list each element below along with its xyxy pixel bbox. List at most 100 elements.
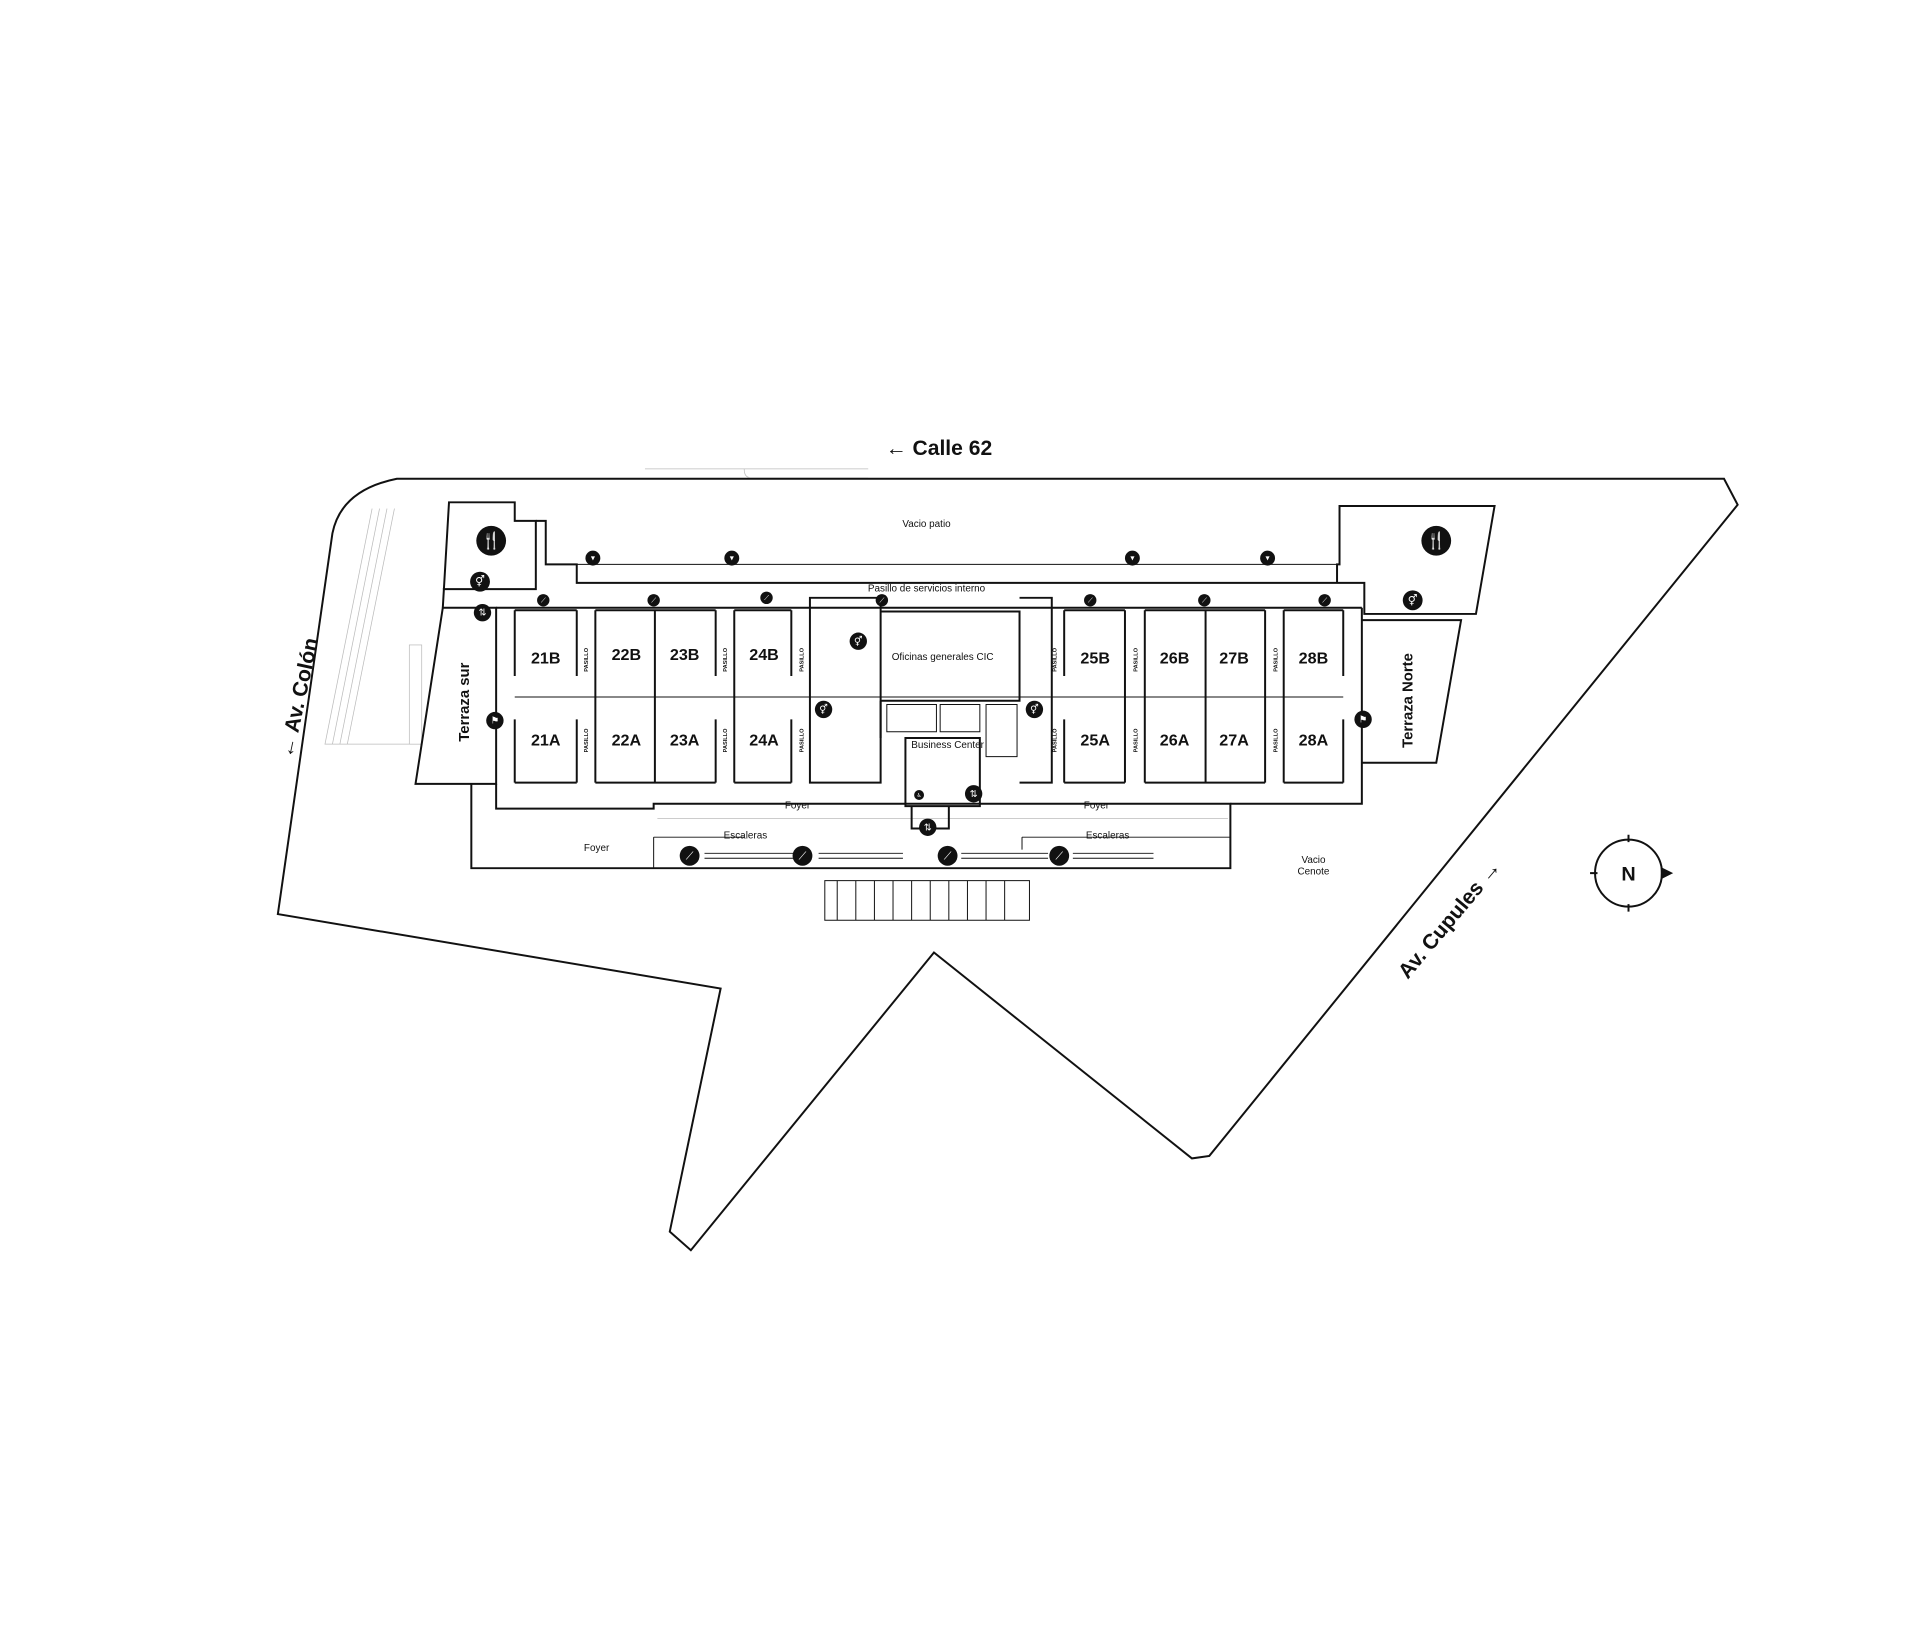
room-25A[interactable]: 25A bbox=[1080, 731, 1110, 749]
svg-text:⟋: ⟋ bbox=[1088, 596, 1093, 604]
escalator-icon: ⟋ bbox=[537, 594, 550, 607]
pasillo-label: PASILLO bbox=[1274, 728, 1280, 752]
room-27A[interactable]: 27A bbox=[1219, 731, 1249, 749]
escalator-icon: ⟋ bbox=[1084, 594, 1097, 607]
svg-text:🍴: 🍴 bbox=[481, 531, 501, 551]
pasillo-label: PASILLO bbox=[723, 728, 729, 752]
room-24B[interactable]: 24B bbox=[749, 646, 779, 664]
room-22B[interactable]: 22B bbox=[612, 646, 642, 664]
svg-text:⚑: ⚑ bbox=[491, 716, 500, 727]
terraza-sur-label: Terraza sur bbox=[457, 662, 473, 741]
room-25B[interactable]: 25B bbox=[1080, 650, 1110, 668]
room-27B[interactable]: 27B bbox=[1219, 650, 1249, 668]
svg-text:⟋: ⟋ bbox=[879, 596, 884, 604]
escalator-icon: ⟋ bbox=[937, 845, 958, 866]
room-21A[interactable]: 21A bbox=[531, 731, 561, 749]
compass-arrow-icon bbox=[1660, 866, 1674, 880]
restroom-icon: ⚥ bbox=[814, 700, 833, 719]
pasillo-label: PASILLO bbox=[1053, 647, 1059, 671]
escalator-icon: ⟋ bbox=[1049, 845, 1070, 866]
rooms: 21B 22B 23B 24B 25B 26B 27B 28B 21A 22A … bbox=[531, 646, 1329, 750]
room-22A[interactable]: 22A bbox=[612, 731, 642, 749]
room-28A[interactable]: 28A bbox=[1299, 731, 1329, 749]
street-av-cupules: Av. Cupules → bbox=[1394, 856, 1506, 983]
business-center-label: Business Center bbox=[911, 740, 984, 751]
pasillo-label: PASILLO bbox=[584, 647, 590, 671]
svg-text:⟋: ⟋ bbox=[1055, 849, 1063, 862]
room-23A[interactable]: 23A bbox=[670, 731, 700, 749]
escalator-icon: ⟋ bbox=[760, 591, 773, 605]
street-calle-62: ← Calle 62 bbox=[886, 437, 993, 460]
room-23B[interactable]: 23B bbox=[670, 646, 700, 664]
foyer-label: Foyer bbox=[584, 843, 610, 854]
emergency-exit-icon: ⚑ bbox=[1354, 710, 1372, 729]
svg-text:♿: ♿ bbox=[917, 793, 922, 799]
elevator-icon: ⇅ bbox=[964, 785, 983, 803]
escalator-icon: ⟋ bbox=[875, 594, 889, 607]
drinking-fountain-icon: ▾ bbox=[1260, 550, 1276, 566]
pasillo-servicios-label: Pasillo de servicios interno bbox=[868, 584, 986, 595]
street-av-colon: ← Av. Colón bbox=[275, 636, 323, 760]
room-26A[interactable]: 26A bbox=[1160, 731, 1190, 749]
svg-text:▾: ▾ bbox=[730, 553, 735, 563]
compass-north-label: N bbox=[1621, 864, 1635, 886]
room-24A[interactable]: 24A bbox=[749, 731, 779, 749]
drinking-fountain-icon: ▾ bbox=[724, 550, 740, 566]
pasillo-label: PASILLO bbox=[1053, 728, 1059, 752]
map-icons: 🍴 🍴 ⚥ ⚥ ⚥ ⚥ ⚥ ⇅ ⇅ ⇅ ⚑ ⚑ ⟋ ⟋ ⟋ ⟋ ⟋ ⟋ ⟋ ⟋ ⟋ ⟋ ⟋ ▾ ▾ ▾ ▾ ♿ bbox=[470, 525, 1452, 866]
room-26B[interactable]: 26B bbox=[1160, 650, 1190, 668]
svg-text:⟋: ⟋ bbox=[541, 596, 546, 604]
restaurant-icon: 🍴 bbox=[476, 525, 507, 556]
room-21B[interactable]: 21B bbox=[531, 650, 561, 668]
escalator-icon: ⟋ bbox=[792, 845, 813, 866]
svg-text:⚥: ⚥ bbox=[1408, 594, 1418, 607]
pasillo-label: PASILLO bbox=[723, 647, 729, 671]
svg-text:⟋: ⟋ bbox=[764, 594, 769, 602]
room-28B[interactable]: 28B bbox=[1299, 650, 1329, 668]
restroom-icon: ⚥ bbox=[1025, 700, 1044, 719]
escalator-icon: ⟋ bbox=[647, 594, 660, 607]
drinking-fountain-icon: ▾ bbox=[585, 550, 601, 566]
terraza-norte-label: Terraza Norte bbox=[1401, 653, 1417, 748]
escaleras-label: Escaleras bbox=[1086, 830, 1130, 841]
svg-text:⇅: ⇅ bbox=[970, 789, 978, 800]
svg-text:⟋: ⟋ bbox=[799, 849, 807, 862]
svg-text:⟋: ⟋ bbox=[944, 849, 952, 862]
pasillo-label: PASILLO bbox=[800, 647, 806, 671]
restaurant-icon: 🍴 bbox=[1421, 525, 1452, 556]
escalator-icon: ⟋ bbox=[1318, 594, 1331, 607]
svg-text:⚥: ⚥ bbox=[819, 703, 828, 715]
svg-text:⟋: ⟋ bbox=[1202, 596, 1207, 604]
svg-text:⚥: ⚥ bbox=[854, 635, 863, 647]
pasillo-label: PASILLO bbox=[1274, 647, 1280, 671]
svg-text:▾: ▾ bbox=[1130, 553, 1135, 563]
site-boundary bbox=[276, 477, 1739, 1252]
foyer-label: Foyer bbox=[1084, 801, 1110, 812]
svg-text:⚑: ⚑ bbox=[1359, 714, 1368, 725]
vacio-patio-label: Vacio patio bbox=[902, 519, 951, 530]
svg-text:🍴: 🍴 bbox=[1426, 531, 1446, 551]
elevator-icon: ⇅ bbox=[919, 818, 937, 836]
svg-text:⟋: ⟋ bbox=[1322, 596, 1327, 604]
restroom-icon: ⚥ bbox=[470, 571, 490, 592]
pasillo-label: PASILLO bbox=[800, 728, 806, 752]
escalator-icon: ⟋ bbox=[679, 845, 700, 866]
compass: N bbox=[1590, 834, 1674, 912]
pasillo-label: PASILLO bbox=[1133, 728, 1139, 752]
vacio-cenote-label: Vacio bbox=[1301, 855, 1326, 866]
accessible-icon: ♿ bbox=[914, 790, 925, 800]
escalator-icon: ⟋ bbox=[1198, 594, 1211, 607]
svg-text:⟋: ⟋ bbox=[686, 849, 694, 862]
vacio-cenote-label: Cenote bbox=[1298, 866, 1330, 877]
pasillo-label: PASILLO bbox=[1133, 647, 1139, 671]
drinking-fountain-icon: ▾ bbox=[1124, 550, 1140, 566]
foyer-label: Foyer bbox=[785, 801, 811, 812]
svg-text:▾: ▾ bbox=[1266, 553, 1271, 563]
restroom-icon: ⚥ bbox=[1402, 590, 1423, 611]
svg-text:⚥: ⚥ bbox=[475, 575, 485, 588]
pasillo-label: PASILLO bbox=[584, 728, 590, 752]
elevator-icon: ⇅ bbox=[473, 604, 492, 622]
emergency-exit-icon: ⚑ bbox=[486, 711, 504, 730]
restroom-icon: ⚥ bbox=[849, 632, 867, 650]
